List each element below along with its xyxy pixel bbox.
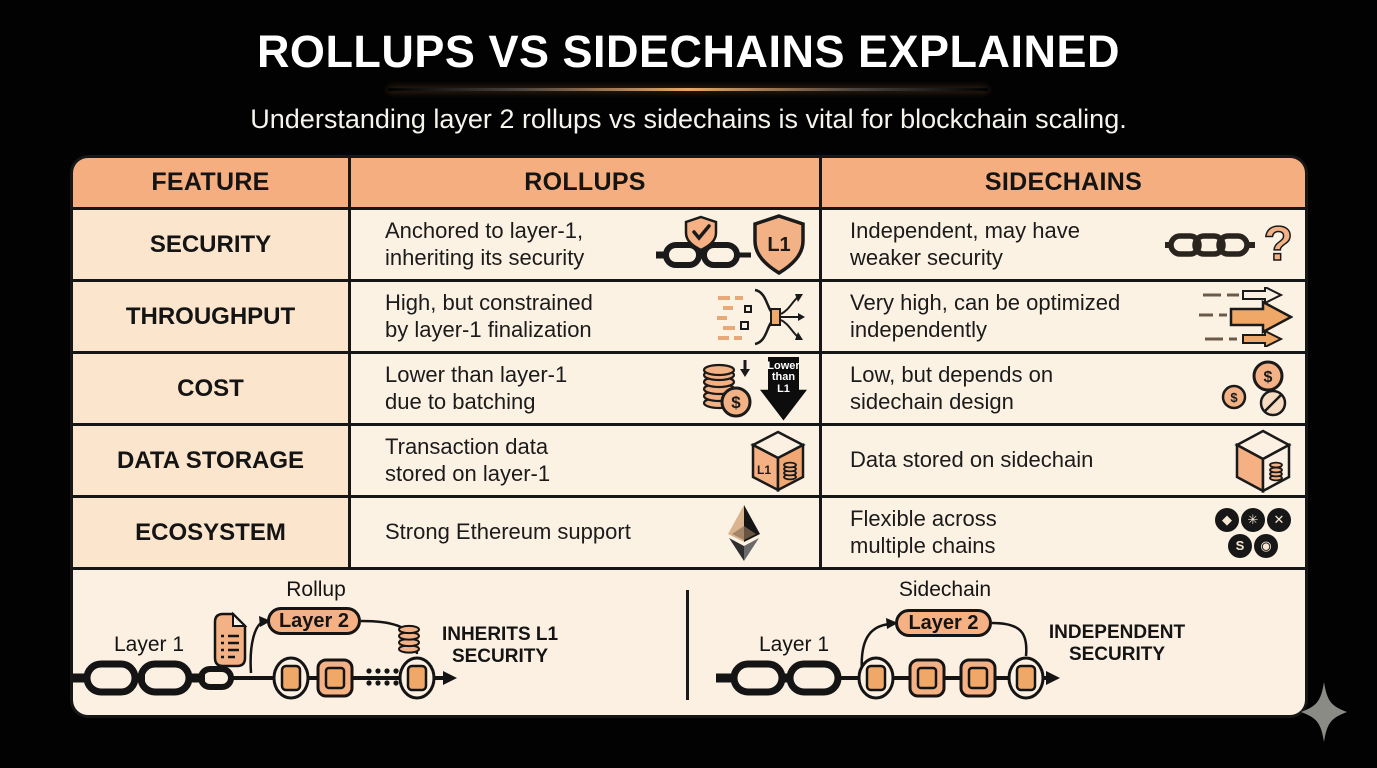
page-title: ROLLUPS VS SIDECHAINS EXPLAINED [256,26,1121,77]
cell-ecosystem-sidechains: Flexible across multiple chains ◆ ✳ ✕ S … [822,498,1305,567]
ecosystem-rollups-icons [725,504,763,562]
diagram-panel: Rollup Layer 2 Layer 1 INHERITS L1 SECUR… [73,570,1305,715]
sidechain-diagram: Sidechain Layer 2 Layer 1 INDEPENDENT SE… [690,570,1305,715]
row-label-cost: COST [73,354,348,423]
cell-throughput-rollups: High, but constrained by layer-1 finaliz… [351,282,819,351]
l1-data-cube-icon: L1 [750,430,806,492]
rollup-layer2-pill: Layer 2 [267,607,361,635]
lower-than-l1-arrow: Lower than L1 [760,356,807,421]
svg-text:L1: L1 [757,463,771,477]
chain-logo-2-icon: ✳ [1241,507,1265,532]
cost-rollups-text: Lower than layer-1 due to batching [385,361,568,414]
diagram-divider [686,590,689,700]
column-header-sidechains: SIDECHAINS [822,158,1305,207]
cell-cost-rollups: Lower than layer-1 due to batching [351,354,819,423]
rollup-diagram-title: Rollup [286,578,346,601]
sidechain-layer2-pill: Layer 2 [895,609,992,637]
rollup-caption: INHERITS L1 SECURITY [441,624,559,668]
cost-sidechains-icons: $ $ [1221,359,1293,419]
ecosystem-sidechains-icons: ◆ ✳ ✕ S ◉ [1213,507,1293,558]
security-rollups-icons: L1 [655,213,807,276]
cost-sidechains-text: Low, but depends on sidechain design [850,361,1054,414]
row-label-security: SECURITY [73,210,348,279]
storage-rollups-icons: L1 [749,430,807,492]
ecosystem-rollups-text: Strong Ethereum support [385,519,631,545]
throughput-rollups-text: High, but constrained by layer-1 finaliz… [385,289,593,342]
title-divider [388,88,988,91]
throughput-sidechains-text: Very high, can be optimized independentl… [850,289,1121,342]
cell-security-rollups: Anchored to layer-1, inheriting its secu… [351,210,819,279]
ethereum-logo-icon [728,504,760,561]
security-sidechains-text: Independent, may have weaker security [850,217,1080,270]
sidechain-diagram-title: Sidechain [898,578,992,601]
speed-arrows-icon [1199,286,1293,347]
chain-link-icon [1164,232,1255,257]
rollup-diagram-drawing [73,611,457,700]
chain-shield-check-icon: L1 [656,213,805,275]
cost-rollups-icons: $ Lower than L1 [698,356,807,421]
transaction-document-icon [213,611,248,668]
cell-security-sidechains: Independent, may have weaker security ? [822,210,1305,279]
chain-logo-1-icon: ◆ [1215,507,1239,532]
sidechain-diagram-drawing [716,618,1060,700]
cell-ecosystem-rollups: Strong Ethereum support [351,498,819,567]
ecosystem-sidechains-text: Flexible across multiple chains [850,505,997,558]
svg-text:$: $ [731,393,741,412]
database-icon [398,624,420,654]
svg-text:L1: L1 [767,234,790,256]
comparison-table: FEATURE ROLLUPS SIDECHAINS SECURITY Anch… [70,155,1308,718]
row-label-ecosystem: ECOSYSTEM [73,498,348,567]
column-header-feature: FEATURE [73,158,348,207]
sidechain-data-cube-icon [1234,429,1292,493]
cell-storage-sidechains: Data stored on sidechain [822,426,1305,495]
sidechain-layer1-label: Layer 1 [758,633,830,656]
chain-logo-4-icon: S [1228,533,1252,558]
cell-storage-rollups: Transaction data stored on layer-1 L1 [351,426,819,495]
page-subtitle: Understanding layer 2 rollups vs sidecha… [250,104,1127,134]
coin-stack-icon: $ [702,359,752,417]
rollup-layer1-label: Layer 1 [113,633,185,656]
storage-sidechains-icons [1233,429,1293,493]
svg-text:$: $ [1264,369,1273,386]
storage-sidechains-text: Data stored on sidechain [850,447,1094,473]
question-mark-icon: ? [1263,217,1294,271]
l1-shield-icon: L1 [753,213,805,275]
svg-text:$: $ [1230,390,1238,405]
coins-icon: $ $ [1221,360,1287,416]
throughput-sidechains-icons [1197,286,1293,347]
cell-cost-sidechains: Low, but depends on sidechain design $ $ [822,354,1305,423]
sidechain-caption: INDEPENDENT SECURITY [1048,622,1186,666]
sparkle-icon [1301,682,1347,742]
chain-logos-icon: ◆ ✳ ✕ S ◉ [1213,507,1293,558]
cell-throughput-sidechains: Very high, can be optimized independentl… [822,282,1305,351]
security-rollups-text: Anchored to layer-1, inheriting its secu… [385,217,585,270]
storage-rollups-text: Transaction data stored on layer-1 [385,433,551,486]
chain-logo-3-icon: ✕ [1267,507,1291,532]
rollup-diagram: Rollup Layer 2 Layer 1 INHERITS L1 SECUR… [73,570,688,715]
security-sidechains-icons: ? [1164,217,1294,271]
row-label-throughput: THROUGHPUT [73,282,348,351]
chain-logo-5-icon: ◉ [1254,533,1278,558]
column-header-rollups: ROLLUPS [351,158,819,207]
throughput-rollups-icons [715,286,807,348]
funnel-throughput-icon [717,288,805,345]
row-label-data-storage: DATA STORAGE [73,426,348,495]
